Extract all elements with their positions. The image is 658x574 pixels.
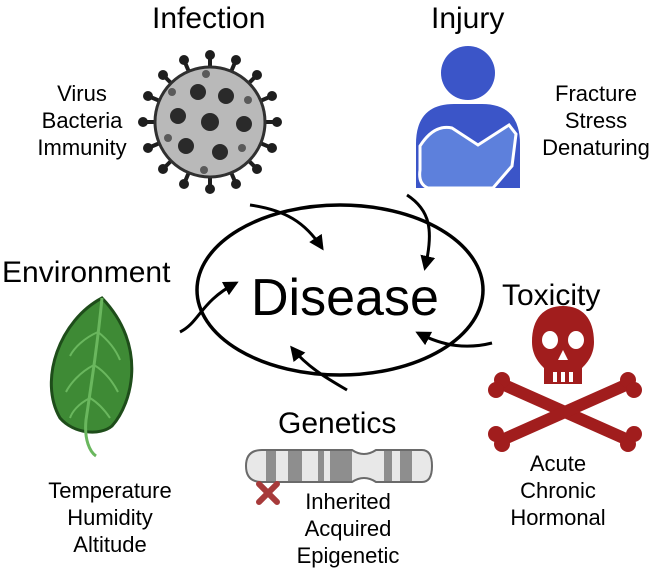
toxicity-item: Acute [529, 451, 587, 476]
genetics-item: Acquired [304, 516, 392, 541]
disease-label: Disease [251, 269, 439, 327]
toxicity-item: Chronic [520, 478, 596, 503]
leaf-icon [49, 296, 134, 458]
toxicity-title: Toxicity [502, 279, 601, 312]
injury-title: Injury [431, 2, 505, 35]
injury-item: Denaturing [542, 135, 650, 160]
arrow-injury [406, 193, 436, 271]
toxicity-item: Hormonal [510, 505, 606, 530]
infection-item: Bacteria [41, 108, 123, 133]
toxicity-items: Acute Chronic Hormonal [498, 450, 618, 531]
genetics-items: Inherited Acquired Epigenetic [283, 488, 413, 569]
environment-item: Altitude [73, 532, 147, 557]
infection-item: Virus [57, 81, 107, 106]
environment-title: Environment [2, 256, 171, 289]
injury-items: Fracture Stress Denaturing [536, 80, 656, 161]
arrow-infection [249, 203, 324, 251]
cycle-arrows [179, 193, 493, 392]
environment-item: Humidity [67, 505, 153, 530]
genetics-item: Inherited [305, 489, 391, 514]
skull-crossbones-icon [488, 306, 642, 452]
genetics-title: Genetics [278, 407, 397, 440]
injury-item: Stress [564, 108, 628, 133]
environment-items: Temperature Humidity Altitude [30, 477, 190, 558]
virus-icon [138, 50, 282, 194]
arrow-environment [179, 281, 239, 334]
cycle-ellipse [195, 203, 485, 377]
infection-title: Infection [152, 2, 266, 35]
injured-person-icon [416, 46, 520, 190]
infection-items: Virus Bacteria Immunity [22, 80, 142, 161]
genetics-item: Epigenetic [296, 543, 400, 568]
arrow-genetics [290, 345, 348, 392]
infection-item: Immunity [37, 135, 127, 160]
chromosome-icon [244, 449, 434, 483]
injury-item: Fracture [555, 81, 637, 106]
arrow-toxicity [415, 331, 493, 348]
environment-item: Temperature [48, 478, 172, 503]
red-x-icon [256, 481, 280, 505]
